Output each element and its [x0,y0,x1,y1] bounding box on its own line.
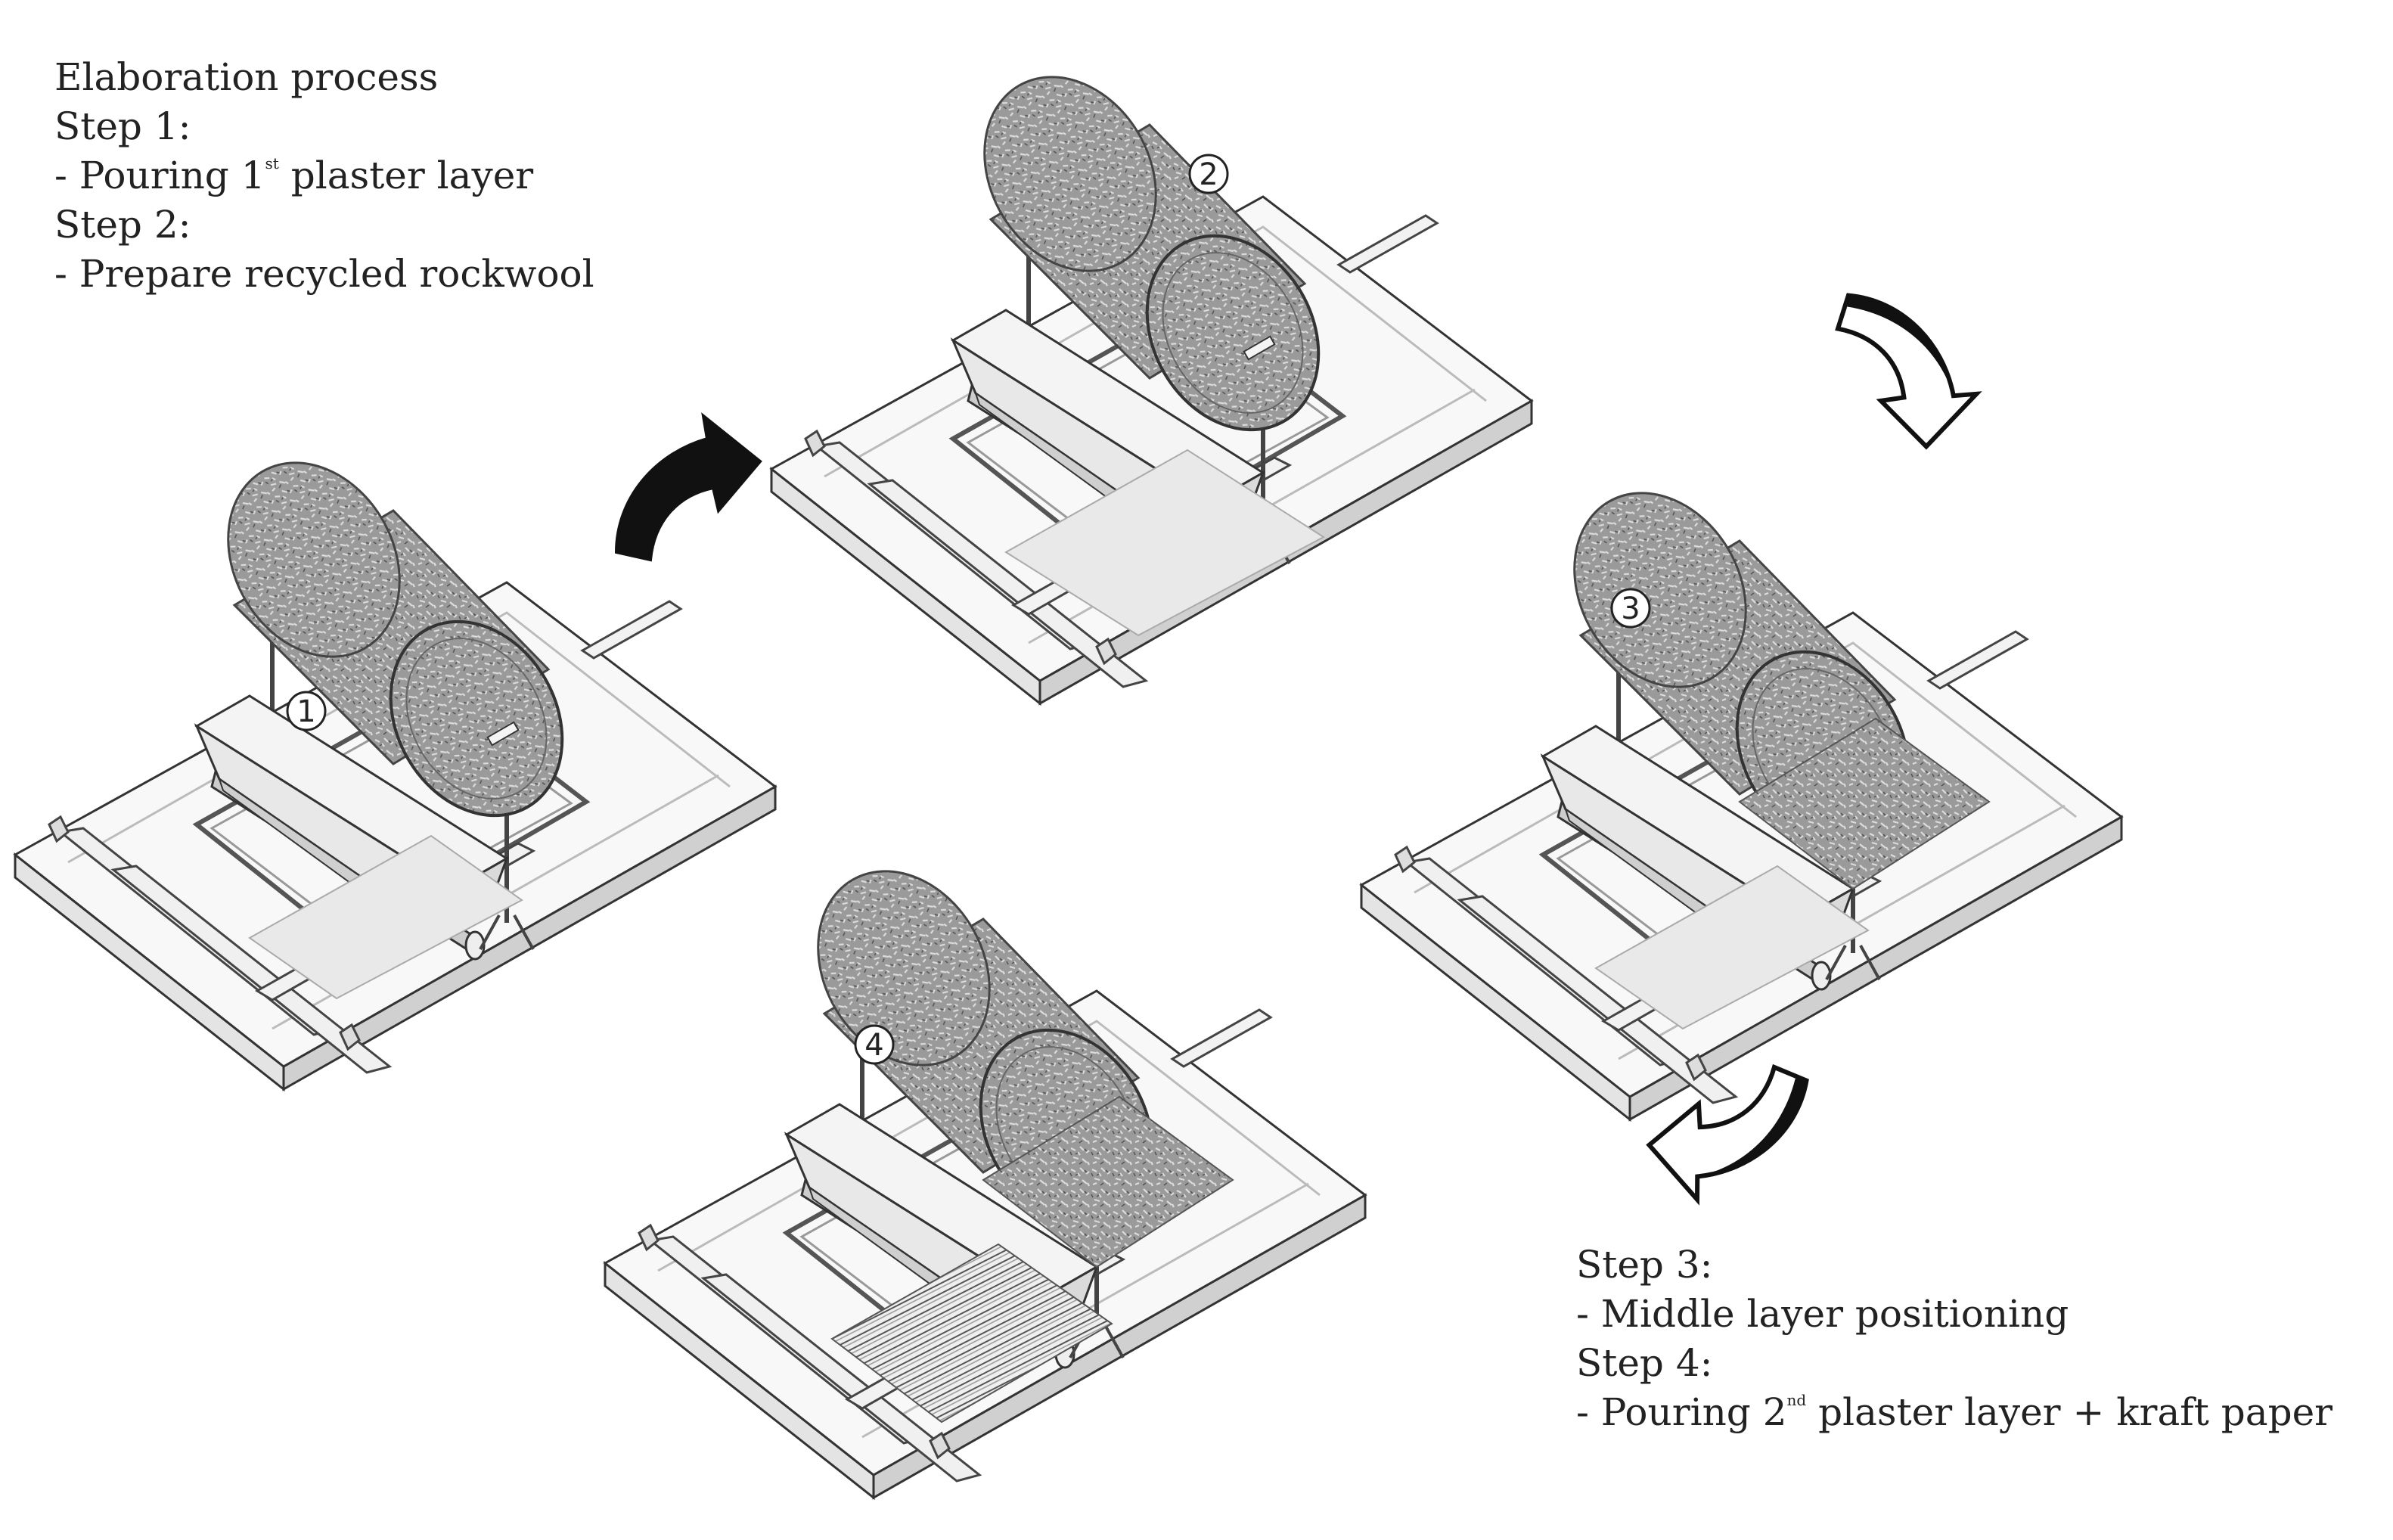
step-4-heading: Step 4: [1576,1341,1713,1385]
step-2-description: - Prepare recycled rockwool [54,252,594,296]
rockwool-middle-layer [982,1095,1234,1268]
step-4-text-tail: plaster layer + kraft paper [1806,1390,2333,1434]
plaster-layer-2 [830,1243,1113,1424]
step-1-text: - Pouring 1 [54,154,265,197]
step-4-superscript: nd [1786,1391,1807,1409]
step-1-text-tail: plaster layer [278,154,534,197]
flow-arrow-1-to-2 [615,414,762,561]
step-number-1: 1 [296,694,315,729]
step-4-description: - Pouring 2nd plaster layer + kraft pape… [1576,1388,2332,1437]
step-badge-1: 1 [286,691,327,731]
plaster-layer-1 [1594,865,1870,1030]
caption-top: Elaboration process Step 1: - Pouring 1s… [54,53,594,299]
caption-bottom: Step 3: - Middle layer positioning Step … [1576,1240,2332,1437]
station-1 [15,432,775,1089]
step-3-description: - Middle layer positioning [1576,1292,2069,1336]
step-4-text: - Pouring 2 [1576,1390,1787,1434]
step-badge-3: 3 [1610,588,1651,629]
station-3 [1361,462,2121,1119]
step-1-description: - Pouring 1st plaster layer [54,151,594,200]
plaster-layer-1 [1004,449,1325,637]
step-3-heading: Step 3: [1576,1243,1713,1287]
step-1-heading: Step 1: [54,104,191,148]
step-number-4: 4 [864,1028,883,1063]
step-badge-4: 4 [854,1024,895,1065]
step-2-heading: Step 2: [54,203,191,247]
diagram-title: Elaboration process [54,55,439,99]
plaster-layer-1 [248,834,523,1000]
step-number-3: 3 [1621,591,1640,626]
step-number-2: 2 [1199,157,1218,192]
rockwool-middle-layer [1738,717,1991,890]
station-4 [605,840,1365,1498]
step-1-superscript: st [265,154,279,172]
flow-arrow-2-to-3 [1828,295,1984,451]
station-2 [771,46,1532,703]
step-badge-2: 2 [1188,154,1229,194]
